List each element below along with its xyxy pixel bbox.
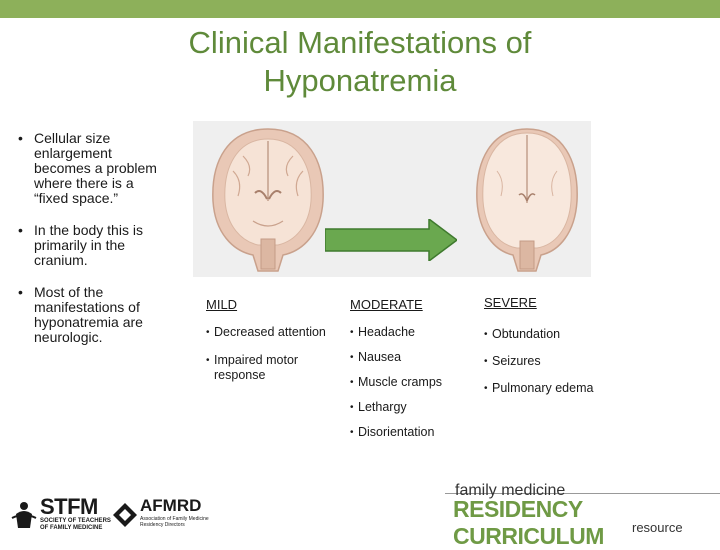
- afmrd-diamond-icon: [113, 503, 137, 527]
- stfm-subtitle: SOCIETY OF TEACHERS OF FAMILY MEDICINE: [40, 518, 111, 531]
- moderate-symptom: Muscle cramps: [350, 375, 475, 390]
- swollen-brain-icon: [476, 128, 578, 272]
- brain-illustration-panel: [193, 121, 591, 277]
- severe-column: SEVERE Obtundation Seizures Pulmonary ed…: [484, 295, 624, 408]
- moderate-symptom-list: Headache Nausea Muscle cramps Lethargy D…: [350, 325, 475, 440]
- moderate-header: MODERATE: [350, 297, 423, 312]
- moderate-symptom: Lethargy: [350, 400, 475, 415]
- intro-bullet: Most of the manifestations of hyponatrem…: [16, 285, 166, 345]
- right-arrow-icon: [325, 219, 457, 261]
- intro-bullet: In the body this is primarily in the cra…: [16, 223, 166, 268]
- resource-label: resource: [632, 520, 683, 535]
- mild-header: MILD: [206, 297, 238, 312]
- intro-bullet: Cellular size enlargement becomes a prob…: [16, 131, 166, 206]
- moderate-symptom: Headache: [350, 325, 475, 340]
- moderate-column: MODERATE Headache Nausea Muscle cramps L…: [350, 297, 475, 450]
- severe-symptom: Obtundation: [484, 327, 624, 342]
- severe-symptom: Pulmonary edema: [484, 381, 624, 396]
- footer-divider: [445, 493, 720, 494]
- afmrd-subtitle: Association of Family Medicine Residency…: [140, 516, 209, 528]
- intro-bullet-list: Cellular size enlargement becomes a prob…: [16, 131, 166, 362]
- stfm-emblem-icon: [11, 502, 37, 528]
- stfm-logo: STFM SOCIETY OF TEACHERS OF FAMILY MEDIC…: [10, 494, 111, 534]
- moderate-symptom: Nausea: [350, 350, 475, 365]
- mild-symptom-list: Decreased attention Impaired motor respo…: [206, 325, 331, 383]
- slide-title: Clinical Manifestations of Hyponatremia: [188, 25, 532, 98]
- stfm-name: STFM: [40, 494, 98, 519]
- afmrd-name: AFMRD: [140, 496, 202, 515]
- family-medicine-label: family medicine: [455, 482, 566, 499]
- normal-brain-icon: [212, 128, 324, 272]
- footer-logos: STFM SOCIETY OF TEACHERS OF FAMILY MEDIC…: [0, 482, 720, 549]
- top-accent-bar: [0, 0, 720, 18]
- severe-symptom: Seizures: [484, 354, 624, 369]
- mild-symptom: Impaired motor response: [206, 353, 331, 383]
- moderate-symptom: Disorientation: [350, 425, 475, 440]
- severe-header: SEVERE: [484, 295, 537, 310]
- afmrd-logo: AFMRD Association of Family Medicine Res…: [112, 496, 222, 534]
- mild-column: MILD Decreased attention Impaired motor …: [206, 297, 331, 396]
- severe-symptom-list: Obtundation Seizures Pulmonary edema: [484, 327, 624, 396]
- mild-symptom: Decreased attention: [206, 325, 331, 340]
